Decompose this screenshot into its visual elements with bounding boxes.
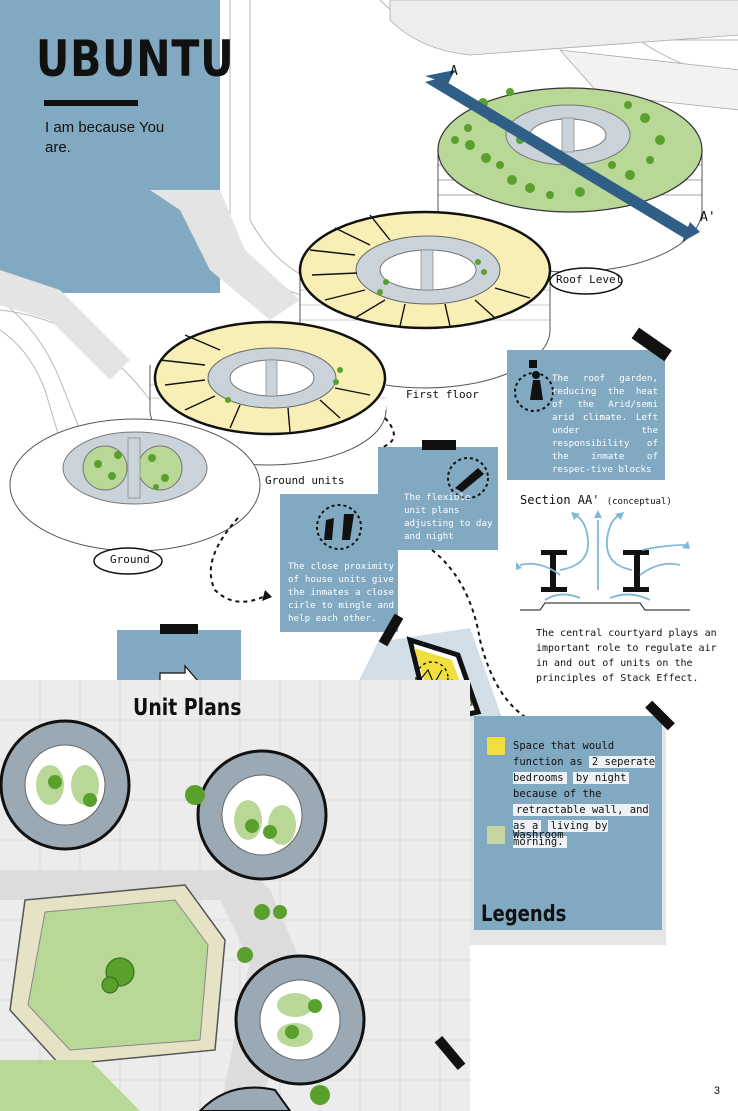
first-floor-trees: [377, 259, 487, 295]
unit-plans-tape: [160, 624, 198, 634]
roof-garden-tape: [631, 327, 672, 362]
legend-bedroom-highlight-2: by night: [572, 772, 630, 784]
section-arrow: [425, 70, 700, 242]
roof-level-label: Roof Level: [556, 273, 623, 286]
proximity-note-panel: [280, 494, 398, 632]
flexible-bed-icon: [447, 457, 489, 499]
flexible-tape: [422, 440, 456, 450]
legends-title: Legends: [481, 902, 567, 927]
unit-detail-tape: [378, 613, 404, 647]
roof-level-oval: [549, 267, 623, 295]
proximity-people-icon: [316, 504, 362, 550]
first-floor-label: First floor: [406, 388, 479, 401]
legend-swatch-washroom: [487, 826, 505, 844]
legend-bedroom-part2: because of the: [513, 788, 602, 800]
roof-garden-person-icon: [514, 360, 554, 412]
flexible-note: The flexible unit plans adjusting to day…: [404, 492, 493, 542]
proximity-note: The close proximity of house units give …: [288, 561, 394, 624]
walkway-fill: [150, 190, 300, 320]
title-divider: [44, 100, 138, 106]
ground-oval: [93, 547, 163, 575]
header-panel: [0, 0, 220, 293]
walkway-fill-3: [389, 0, 738, 56]
ground-units-label: Ground units: [265, 474, 345, 487]
unit-plans-title: Unit Plans: [133, 695, 242, 721]
section-diagram: [516, 510, 690, 611]
roof-garden-note: The roof garden, reducing the heat of th…: [552, 373, 658, 475]
page-subtitle: I am because You are.: [45, 119, 165, 156]
section-marker-a: A: [450, 64, 458, 79]
roof-trees: [451, 88, 665, 199]
roof-garden-note-panel: [507, 350, 665, 480]
ground-label: Ground: [110, 553, 150, 566]
legend-swatch-bedroom: [487, 737, 505, 755]
ground-units-building: [149, 320, 387, 466]
walkway-fill-2: [0, 270, 130, 380]
ground-courtyard: [9, 418, 261, 552]
page-title: UBUNTU: [36, 30, 235, 88]
section-title-text: Section AA': [520, 493, 600, 507]
section-marker-a-prime: A': [700, 210, 716, 225]
section-description: The central courtyard plays an important…: [536, 628, 717, 684]
ground-units-trees: [225, 367, 343, 403]
site-plan-tape: [434, 1035, 466, 1071]
section-title-note: (conceptual): [606, 497, 672, 507]
legend-bedroom-part1: Space that would function as: [513, 740, 615, 768]
site-plan: [0, 680, 470, 1111]
legends-tape: [645, 700, 675, 731]
page-number: 3: [713, 1085, 720, 1097]
legend-washroom-text: Washroom: [513, 829, 564, 841]
section-title: Section AA' (conceptual): [520, 493, 672, 507]
legend-bedroom-text: Space that would function as 2 seperate …: [513, 738, 658, 850]
